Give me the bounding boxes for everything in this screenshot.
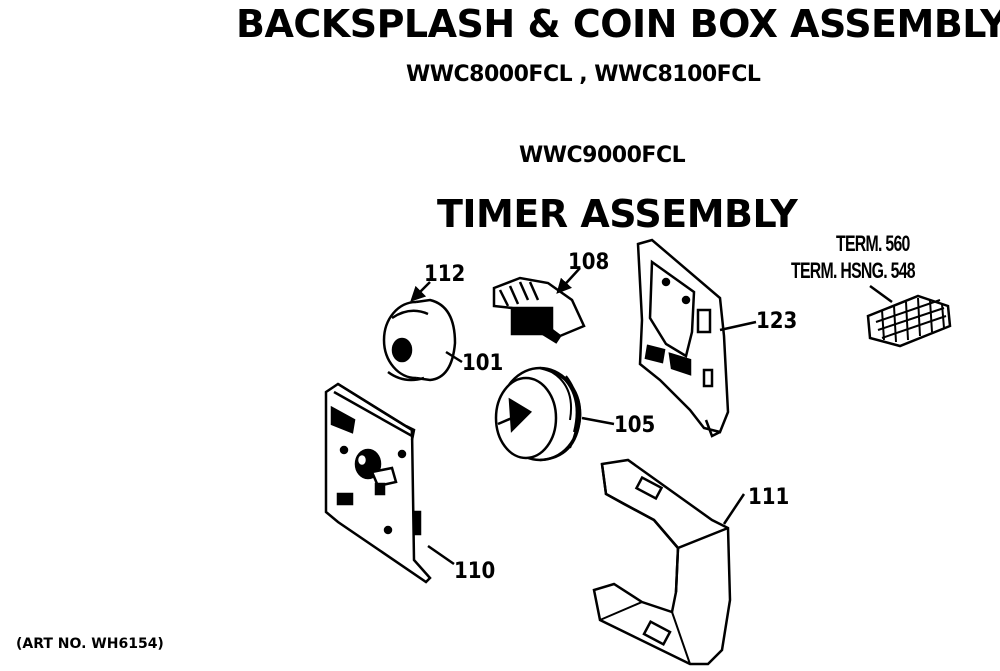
callout-105: 105 [614, 413, 655, 438]
diagram-title: BACKSPLASH & COIN BOX ASSEMBLY [236, 2, 1000, 46]
bracket-plate-part [636, 238, 730, 438]
timer-base-plate-part [324, 382, 432, 584]
model-numbers-line-2: WWC9000FCL [519, 143, 686, 168]
callout-108: 108 [568, 250, 609, 275]
cover-bracket-part [592, 458, 732, 666]
callout-123: 123 [756, 309, 797, 334]
art-number: (ART NO. WH6154) [16, 636, 164, 652]
callout-numbers: 112 108 123 101 105 111 110 [424, 250, 797, 584]
leader-lines [410, 267, 893, 566]
terminal-housing-part [866, 294, 952, 348]
section-subtitle: TIMER ASSEMBLY [437, 192, 798, 236]
callout-110: 110 [454, 559, 495, 584]
callout-111: 111 [748, 485, 789, 510]
timer-cam-part [494, 366, 582, 462]
callout-terminal-housing: TERM. HSNG. 548 [791, 258, 916, 283]
timer-motor-part [382, 298, 457, 382]
switch-block-part [492, 276, 586, 344]
callout-112: 112 [424, 262, 465, 287]
model-numbers-line-1: WWC8000FCL , WWC8100FCL [406, 62, 761, 87]
callout-terminal: TERM. 560 [836, 231, 910, 256]
callout-101: 101 [462, 351, 503, 376]
